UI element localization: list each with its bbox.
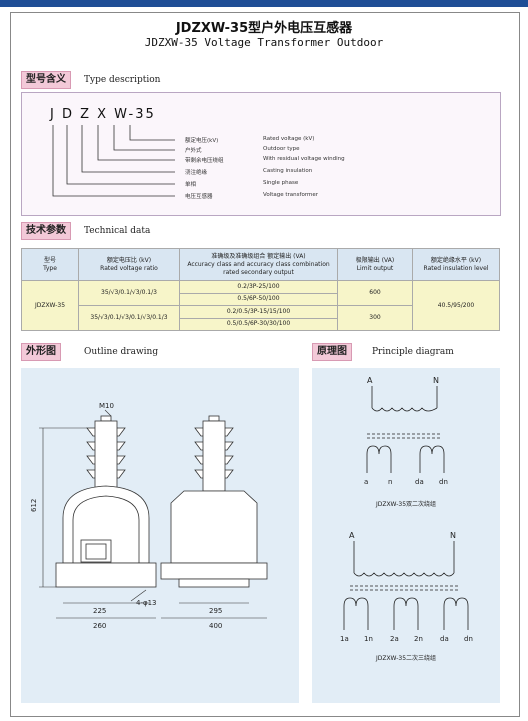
cell-limit: 300 — [337, 305, 413, 331]
top-bar — [0, 0, 528, 7]
d2-term: dn — [464, 635, 473, 643]
outline-header-en: Outline drawing — [84, 347, 159, 357]
cell-accuracy: 0.5/0.5/6P-30/30/100 — [179, 317, 338, 331]
d1-term: n — [388, 478, 392, 486]
page-title-cn: JDZXW-35型户外电压互感器 — [175, 21, 353, 36]
type-item-en: Casting insulation — [263, 168, 313, 174]
dim-295: 295 — [209, 607, 222, 615]
dim-260: 260 — [93, 622, 106, 630]
dim-225: 225 — [93, 607, 106, 615]
col-insulation: 额定绝缘水平 (kV)Rated insulation level — [412, 248, 500, 281]
tech-header-en: Technical data — [84, 226, 151, 236]
col-ratio: 额定电压比 (kV)Rated voltage ratio — [78, 248, 180, 281]
cell-limit: 600 — [337, 280, 413, 306]
cell-ratio: 35/√3/0.1/√3/0.1/3 — [78, 280, 180, 306]
type-item-cn: 带剩余电压绕组 — [185, 158, 224, 164]
cell-accuracy: 0.5/6P-50/100 — [179, 292, 338, 306]
d2-term: 2a — [390, 635, 399, 643]
page-title-en: JDZXW-35 Voltage Transformer Outdoor — [144, 36, 384, 49]
d1-term: dn — [439, 478, 448, 486]
tech-header-cn: 技术参数 — [21, 222, 71, 240]
d1-term: a — [364, 478, 368, 486]
cell-accuracy: 0.2/0.5/3P-15/15/100 — [179, 305, 338, 319]
d2-term: da — [440, 635, 449, 643]
principle-diagram: A N a n da dn JDZXW-35双二次绕组 A N 1a 1n 2a… — [340, 376, 473, 662]
type-description-box — [21, 92, 501, 216]
cell-ratio: 35/√3/0.1/√3/0.1/√3/0.1/3 — [78, 305, 180, 331]
d1-caption: JDZXW-35双二次绕组 — [375, 500, 436, 508]
type-item-cn: 单相 — [185, 182, 197, 188]
cell-accuracy: 0.2/3P-25/100 — [179, 280, 338, 294]
type-item-en: With residual voltage winding — [263, 156, 345, 162]
d2-term: 1a — [340, 635, 349, 643]
type-header-en: Type description — [84, 75, 161, 85]
outline-header-cn: 外形图 — [21, 343, 61, 361]
dim-400: 400 — [209, 622, 222, 630]
d2-terminal-N: N — [450, 531, 456, 540]
d1-terminal-A: A — [367, 376, 373, 385]
type-item-cn: 额定电压(kV) — [185, 138, 219, 144]
d1-terminal-N: N — [433, 376, 439, 385]
type-item-en: Rated voltage (kV) — [263, 136, 315, 142]
col-limit: 极限输出 (VA)Limit output — [337, 248, 413, 281]
cell-insulation: 40.5/95/200 — [412, 280, 500, 331]
outline-drawing: M10 612 225 260 4-φ13 295 400 — [30, 402, 268, 630]
d2-term: 2n — [414, 635, 423, 643]
dim-height: 612 — [30, 499, 38, 512]
type-item-en: Single phase — [263, 180, 299, 186]
cell-type: JDZXW-35 — [21, 280, 79, 331]
col-accuracy: 准确级及准确级组合 额定输出 (VA)Accuracy class and ac… — [179, 248, 338, 281]
type-item-cn: 电压互感器 — [185, 194, 213, 200]
d1-term: da — [415, 478, 424, 486]
d2-term: 1n — [364, 635, 373, 643]
type-item-en: Outdoor type — [263, 146, 300, 152]
d2-caption: JDZXW-35二次三绕组 — [375, 654, 436, 662]
type-item-en: Voltage transformer — [263, 192, 318, 198]
dim-hole: 4-φ13 — [136, 599, 157, 607]
dim-m10: M10 — [99, 402, 114, 410]
type-item-cn: 户外式 — [185, 148, 202, 154]
type-item-cn: 浇注绝缘 — [185, 170, 208, 176]
type-code: J D Z X W-35 — [50, 107, 156, 122]
d2-terminal-A: A — [349, 531, 355, 540]
type-header-cn: 型号含义 — [21, 71, 71, 89]
principle-header-cn: 原理图 — [312, 343, 352, 361]
principle-header-en: Principle diagram — [372, 347, 454, 357]
principle-diagram-panel — [312, 368, 500, 703]
